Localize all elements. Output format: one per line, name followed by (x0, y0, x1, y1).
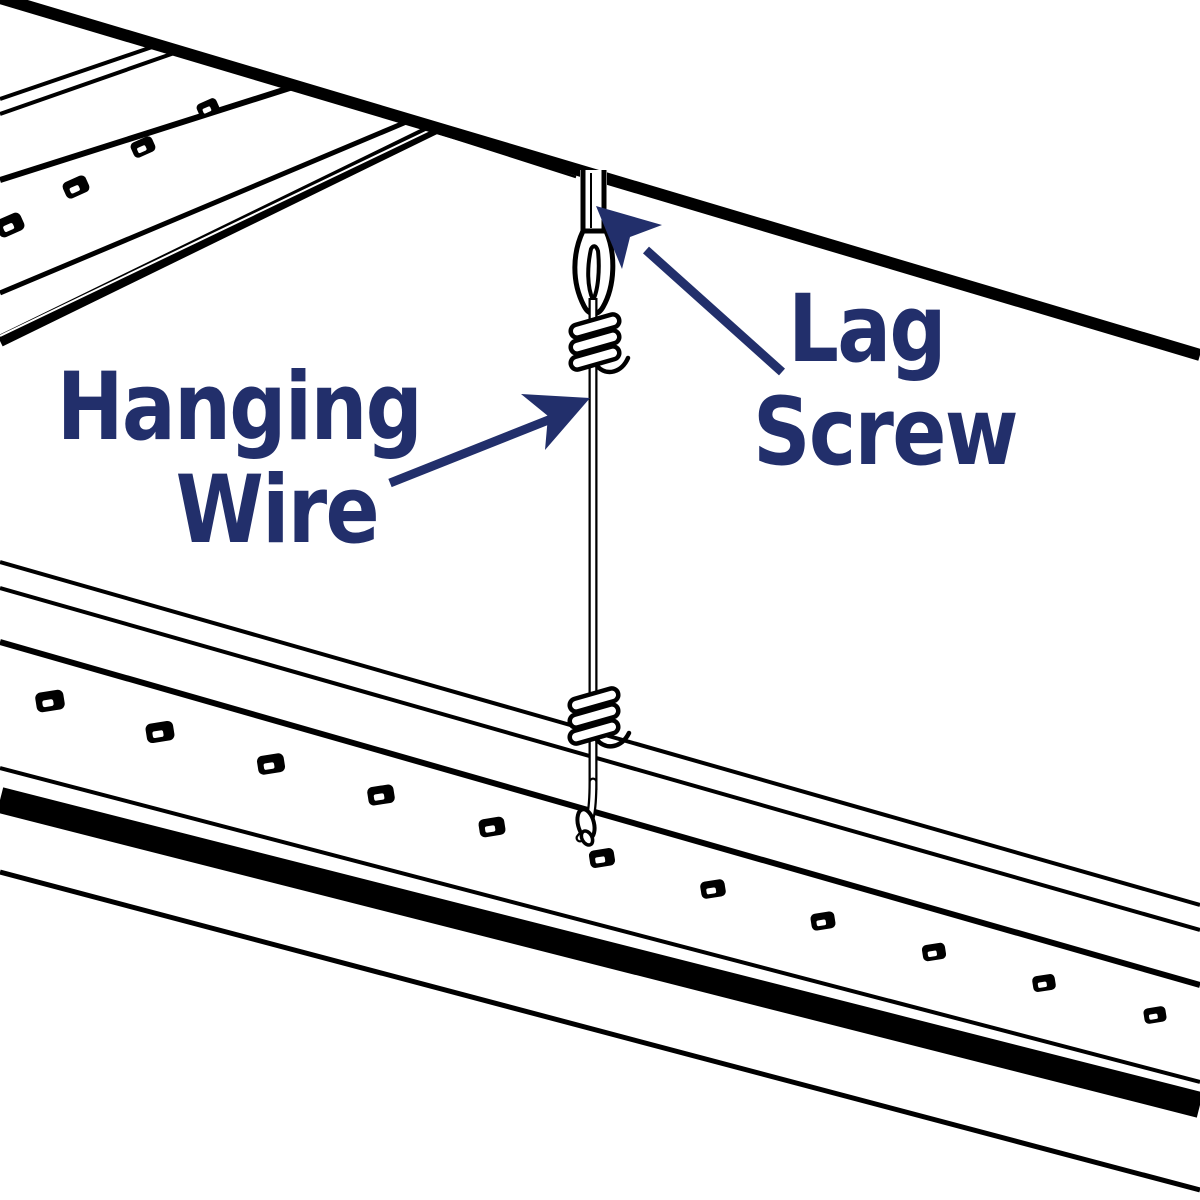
runner-slot (256, 752, 286, 776)
lag-screw-label-line2: Screw (753, 378, 1019, 487)
wire-twist-coil (568, 328, 622, 356)
runner-slot (1142, 1005, 1168, 1025)
runner-slot (921, 942, 947, 962)
wire-bottom-twist (567, 686, 632, 749)
runner-bottom-flange-edge (0, 869, 1200, 1193)
runner-slot (588, 847, 616, 869)
hanging-wire-label-line2: Wire (175, 456, 380, 565)
far-runner-bottom-flange (0, 122, 439, 347)
hanging-wire-arrowhead (521, 394, 590, 450)
runner-slot (477, 815, 507, 839)
far-runner-flange-seam (0, 129, 431, 337)
wire-twist-coil (567, 686, 621, 714)
far-runner-top-edge-2 (0, 49, 181, 116)
far-runner-top-edge (0, 43, 159, 101)
hanging-wire-label-line1: Hanging (56, 353, 423, 462)
wire-twist-tail (594, 355, 631, 375)
runner-slot (144, 720, 176, 744)
lag-screw-label-line1: Lag (788, 275, 947, 384)
hanging-wire-arrow-shaft (388, 414, 553, 488)
lag-screw-label: Lag Screw (753, 278, 1063, 484)
runner-slot (34, 688, 66, 714)
far-runner-channel (0, 43, 439, 347)
wire-twist-tail (594, 730, 632, 749)
wire-hook-tip (579, 829, 595, 847)
wire-twist-coil (568, 312, 622, 340)
far-runner-face-bottom-edge (0, 117, 412, 296)
main-runner (0, 560, 1200, 1193)
screw-eye-hole (586, 244, 601, 305)
lag-screw-arrow-shaft (642, 246, 786, 376)
hanging-wire-arrow (388, 394, 590, 488)
joist-underside-hairline (431, 129, 577, 179)
wire-top-twist (568, 312, 631, 375)
runner-slot (699, 878, 727, 900)
hanging-wire-graphic (567, 298, 632, 847)
runner-face-top-edge (0, 639, 1200, 988)
runner-top-front-edge (0, 586, 1200, 932)
hanging-wire-label: Hanging Wire (0, 353, 423, 565)
far-runner-face-top-edge (0, 83, 297, 183)
runner-face-bottom-edge (0, 766, 1200, 1084)
runner-slot (0, 210, 27, 240)
wire-twist-coil (567, 702, 621, 730)
lag-screw-arrow (596, 206, 786, 376)
lag-screw-arrowhead (596, 206, 662, 269)
runner-slot (366, 783, 396, 807)
runner-slot (1031, 973, 1057, 993)
runner-bottom-bulb (0, 787, 1200, 1118)
runner-slot (60, 173, 92, 201)
lag-screw-graphic (572, 170, 616, 317)
runner-slot (809, 910, 837, 932)
